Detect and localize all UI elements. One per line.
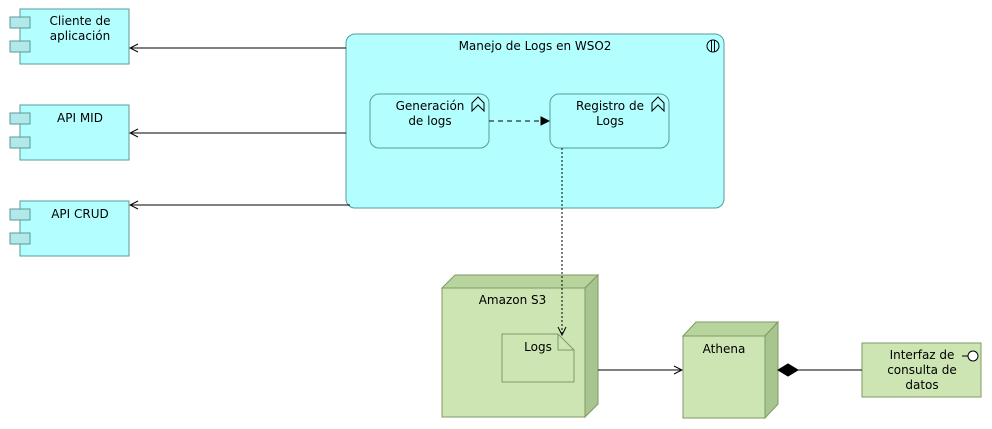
component-api-crud[interactable]: [9, 200, 130, 257]
component-port-icon: [9, 136, 31, 149]
interface-consulta[interactable]: [861, 342, 982, 398]
function-icon: [651, 96, 665, 113]
artifact-logs[interactable]: [501, 333, 575, 383]
registro-label: Registro de Logs: [576, 99, 644, 128]
api-crud-label: API CRUD: [51, 207, 109, 221]
s3-title: Amazon S3: [478, 293, 547, 307]
artifact-logs-label: Logs: [524, 340, 552, 354]
generacion-label: Generación de logs: [395, 99, 465, 128]
component-port-icon: [9, 208, 31, 221]
node-athena[interactable]: [681, 320, 780, 420]
athena-title: Athena: [702, 342, 746, 356]
component-port-icon: [9, 16, 31, 29]
wso2-title: Manejo de Logs en WSO2: [458, 39, 612, 53]
function-registro[interactable]: [549, 93, 670, 149]
component-port-icon: [9, 232, 31, 245]
api-mid-label: API MID: [57, 111, 103, 125]
interfaz-label: Interfaz de consulta de datos: [887, 348, 957, 392]
component-port-icon: [9, 40, 31, 53]
composition-athena-interfaz: [777, 363, 862, 377]
component-cliente[interactable]: [9, 8, 130, 65]
cliente-label: Cliente de aplicación: [49, 14, 111, 43]
artifact-fold-icon: [557, 334, 574, 351]
function-icon: [471, 96, 485, 113]
interface-icon: [962, 350, 979, 362]
component-port-icon: [9, 112, 31, 125]
application-interface-icon: [706, 39, 720, 53]
composition-diamond-icon: [777, 363, 799, 377]
